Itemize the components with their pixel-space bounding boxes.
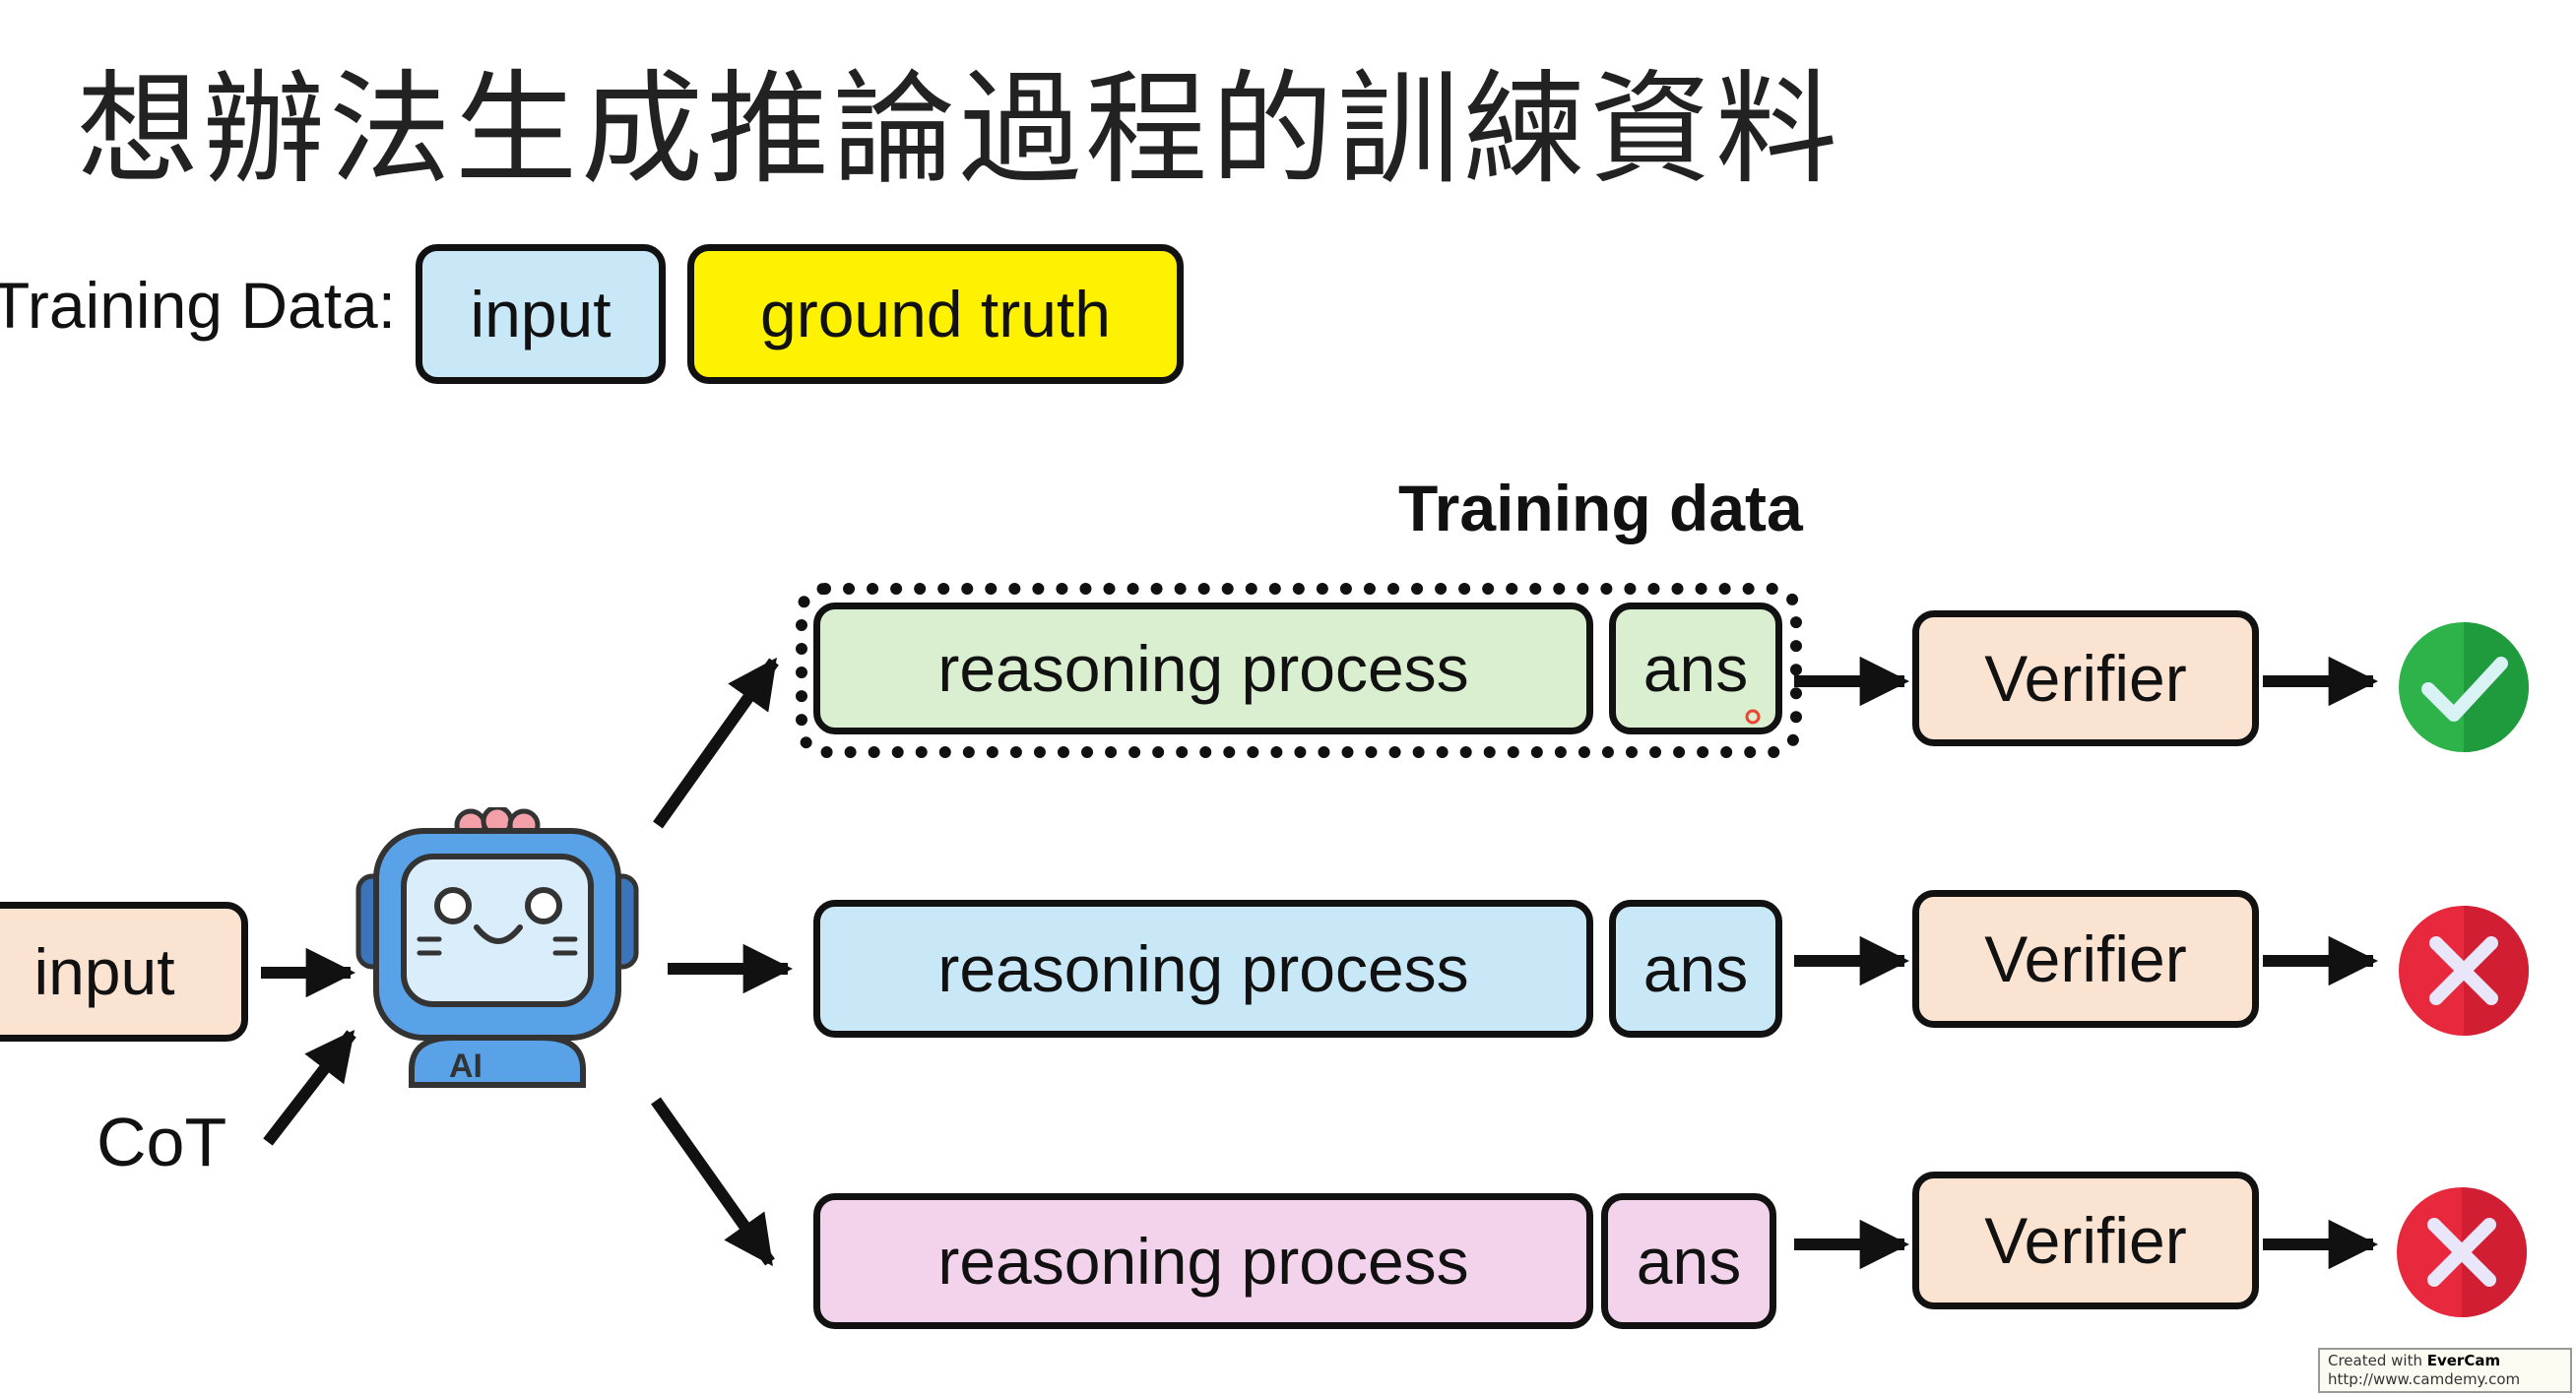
watermark-url: http://www.camdemy.com — [2328, 1370, 2521, 1388]
watermark-prefix: Created with — [2328, 1352, 2427, 1369]
row1-answer-box: ans — [1609, 603, 1782, 734]
model-to-row3-arrow — [651, 1097, 775, 1267]
robot-badge: AI — [449, 1048, 483, 1085]
row2-reasoning-process-box: reasoning process — [813, 900, 1593, 1038]
row2-verifier-box: Verifier — [1912, 890, 2259, 1028]
row3-answer-box: ans — [1601, 1193, 1776, 1329]
training-data-label: Training Data: — [0, 269, 397, 342]
model-input-box: input — [0, 902, 248, 1042]
cross-icon — [2397, 1187, 2527, 1317]
row3-reasoning-process-box: reasoning process — [813, 1193, 1593, 1329]
training-input-box: input — [416, 244, 666, 384]
row3-verifier-box: Verifier — [1912, 1172, 2259, 1309]
ai-robot-icon: AI — [355, 807, 639, 1088]
row2-answer-box: ans — [1609, 900, 1782, 1038]
cot-to-model-arrow — [263, 1030, 356, 1146]
ground-truth-box: ground truth — [687, 244, 1184, 384]
training-data-selection-outline — [796, 583, 1802, 758]
row1-reasoning-process-box: reasoning process — [813, 603, 1593, 734]
slide-title: 想辦法生成推論過程的訓練資料 — [77, 59, 1842, 201]
training-data-section-label: Training data — [1398, 472, 1803, 544]
watermark-brand: EverCam — [2426, 1352, 2501, 1369]
cursor-marker-icon — [1745, 709, 1761, 725]
check-icon — [2399, 622, 2529, 752]
cross-icon — [2399, 906, 2529, 1036]
cot-label: CoT — [97, 1104, 227, 1180]
model-to-row1-arrow — [653, 657, 779, 829]
evercam-watermark: Created with EverCam http://www.camdemy.… — [2318, 1348, 2572, 1393]
row1-verifier-box: Verifier — [1912, 610, 2259, 746]
